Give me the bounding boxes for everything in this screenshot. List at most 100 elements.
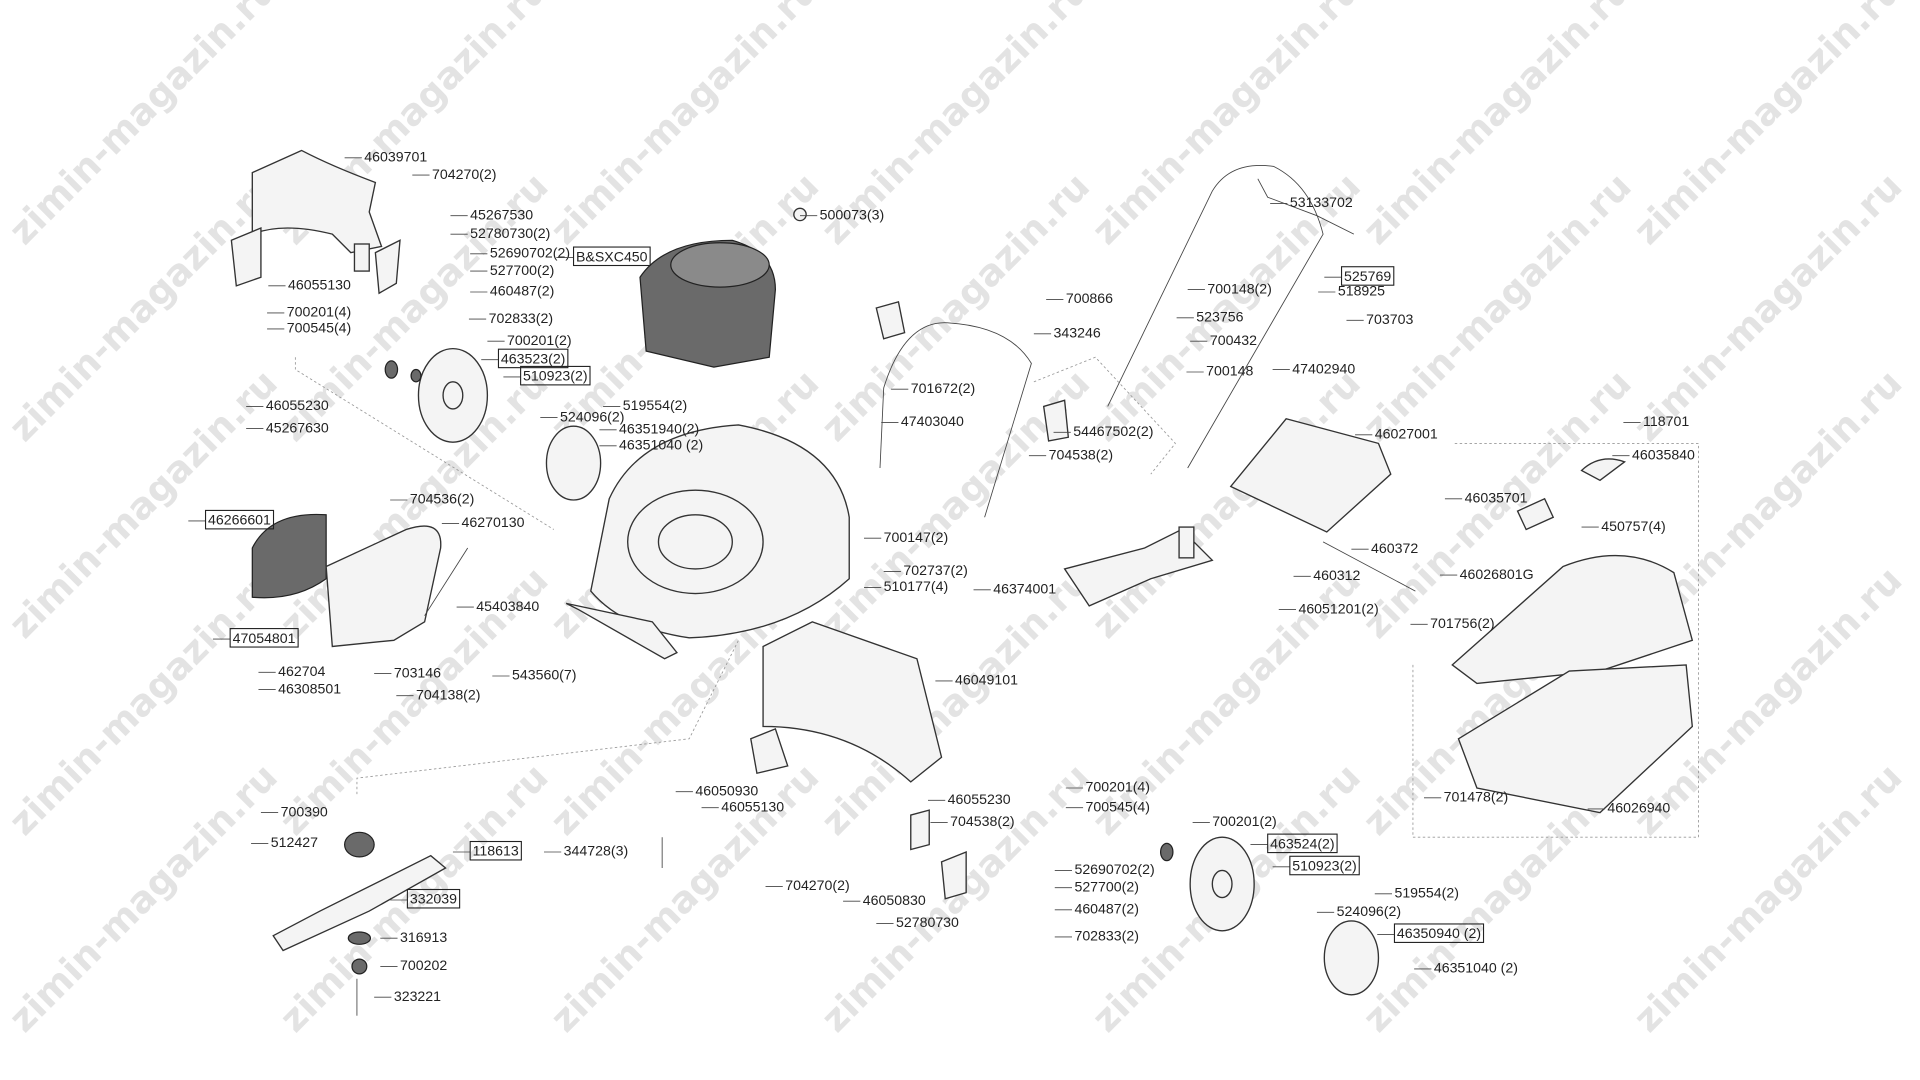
part-number-label[interactable]: 323221 bbox=[394, 988, 441, 1004]
bearing bbox=[1160, 842, 1174, 862]
part-number-label[interactable]: 700201(4) bbox=[1086, 779, 1150, 795]
part-number-label[interactable]: 700390 bbox=[281, 803, 328, 819]
part-number-label[interactable]: 523756 bbox=[1196, 309, 1243, 325]
part-number-label[interactable]: 510923(2) bbox=[523, 368, 587, 384]
part-number-label[interactable]: 343246 bbox=[1054, 325, 1101, 341]
part-number-label[interactable]: 702737(2) bbox=[903, 562, 967, 578]
part-number-label[interactable]: 46374001 bbox=[993, 581, 1056, 597]
part-number-label[interactable]: 525769 bbox=[1344, 268, 1391, 284]
part-number-label[interactable]: 46055130 bbox=[288, 277, 351, 293]
part-number-label[interactable]: 46027001 bbox=[1375, 426, 1438, 442]
part-number-label[interactable]: 46050830 bbox=[863, 892, 926, 908]
part-number-label[interactable]: 704270(2) bbox=[432, 166, 496, 182]
part-number-label[interactable]: 463524(2) bbox=[1270, 835, 1334, 851]
part-number-label[interactable]: 47403040 bbox=[901, 413, 964, 429]
part-number-label[interactable]: 704538(2) bbox=[950, 813, 1014, 829]
part-number-label[interactable]: 46049101 bbox=[955, 672, 1018, 688]
grass-box-bottom-part bbox=[1457, 664, 1694, 814]
part-number-label[interactable]: 45267630 bbox=[266, 419, 329, 435]
part-number-label[interactable]: 46051201(2) bbox=[1298, 600, 1378, 616]
part-number-label[interactable]: 46266601 bbox=[208, 512, 271, 528]
part-number-label[interactable]: 700545(4) bbox=[1086, 798, 1150, 814]
part-number-label[interactable]: 45403840 bbox=[476, 598, 539, 614]
part-number-label[interactable]: 703703 bbox=[1366, 311, 1413, 327]
part-number-label[interactable]: 52780730 bbox=[896, 914, 959, 930]
part-number-label[interactable]: 332039 bbox=[410, 891, 457, 907]
part-number-label[interactable]: 527700(2) bbox=[1074, 878, 1138, 894]
part-number-label[interactable]: 460487(2) bbox=[1074, 901, 1138, 917]
part-number-label[interactable]: 700147(2) bbox=[884, 529, 948, 545]
part-number-label[interactable]: 45267530 bbox=[470, 206, 533, 222]
part-number-label[interactable]: 46270130 bbox=[462, 514, 525, 530]
part-number-label[interactable]: 46039701 bbox=[364, 149, 427, 165]
part-number-label[interactable]: 46035840 bbox=[1632, 446, 1695, 462]
part-number-label[interactable]: 519554(2) bbox=[623, 397, 687, 413]
part-number-label[interactable]: 460312 bbox=[1313, 567, 1360, 583]
part-number-label[interactable]: 701478(2) bbox=[1444, 789, 1508, 805]
part-number-label[interactable]: 519554(2) bbox=[1394, 885, 1458, 901]
part-number-label[interactable]: B&SXC450 bbox=[576, 248, 648, 264]
part-number-label[interactable]: 52780730(2) bbox=[470, 225, 550, 241]
part-number-label[interactable]: 700148 bbox=[1206, 363, 1253, 379]
part-number-label[interactable]: 524096(2) bbox=[560, 408, 624, 424]
part-number-label[interactable]: 704538(2) bbox=[1049, 446, 1113, 462]
part-number-label[interactable]: 46350940 (2) bbox=[1397, 925, 1481, 941]
part-number-label[interactable]: 46351040 (2) bbox=[1434, 960, 1518, 976]
part-number-label[interactable]: 46026940 bbox=[1607, 800, 1670, 816]
part-number-label[interactable]: 703146 bbox=[394, 664, 441, 680]
part-number-label[interactable]: 46055230 bbox=[266, 397, 329, 413]
blade-adapter bbox=[344, 831, 375, 858]
part-number-label[interactable]: 462704 bbox=[278, 663, 325, 679]
part-number-label[interactable]: 450757(4) bbox=[1601, 518, 1665, 534]
part-number-label[interactable]: 527700(2) bbox=[490, 262, 554, 278]
part-number-label[interactable]: 47402940 bbox=[1292, 360, 1355, 376]
bracket-plate bbox=[353, 243, 370, 272]
part-number-label[interactable]: 702833(2) bbox=[489, 310, 553, 326]
part-number-label[interactable]: 524096(2) bbox=[1337, 903, 1401, 919]
part-number-label[interactable]: 460372 bbox=[1371, 540, 1418, 556]
part-number-label[interactable]: 510177(4) bbox=[884, 578, 948, 594]
part-number-label[interactable]: 543560(7) bbox=[512, 667, 576, 683]
part-number-label[interactable]: 704536(2) bbox=[410, 491, 474, 507]
part-number-label[interactable]: 52690702(2) bbox=[1074, 861, 1154, 877]
part-number-label[interactable]: 46055130 bbox=[721, 798, 784, 814]
part-number-label[interactable]: 701672(2) bbox=[911, 380, 975, 396]
part-number-label[interactable]: 316913 bbox=[400, 929, 447, 945]
part-number-label[interactable]: 118613 bbox=[473, 843, 519, 859]
part-number-label[interactable]: 46035701 bbox=[1465, 490, 1528, 506]
part-number-label[interactable]: 460487(2) bbox=[490, 283, 554, 299]
part-number-label[interactable]: 344728(3) bbox=[564, 843, 628, 859]
part-number-label[interactable]: 500073(3) bbox=[820, 206, 884, 222]
part-number-label[interactable]: 46026801G bbox=[1460, 566, 1534, 582]
part-number-label[interactable]: 700866 bbox=[1066, 290, 1113, 306]
part-number-label[interactable]: 702833(2) bbox=[1074, 928, 1138, 944]
part-number-label[interactable]: 47054801 bbox=[233, 630, 296, 646]
part-number-label[interactable]: 701756(2) bbox=[1430, 615, 1494, 631]
knob-part bbox=[1042, 399, 1070, 442]
part-number-label[interactable]: 700201(2) bbox=[1212, 813, 1276, 829]
front-bracket bbox=[910, 809, 930, 851]
part-number-label[interactable]: 52690702(2) bbox=[490, 245, 570, 261]
part-number-label[interactable]: 46050930 bbox=[695, 782, 758, 798]
part-number-label[interactable]: 46055230 bbox=[948, 791, 1011, 807]
part-number-label[interactable]: 46308501 bbox=[278, 680, 341, 696]
part-number-label[interactable]: 54467502(2) bbox=[1073, 423, 1153, 439]
part-number-label[interactable]: 700432 bbox=[1210, 332, 1257, 348]
part-number-label[interactable]: 510923(2) bbox=[1292, 858, 1356, 874]
part-number-label[interactable]: 46351040 (2) bbox=[619, 437, 703, 453]
part-number-label[interactable]: 700202 bbox=[400, 957, 447, 973]
part-number-label[interactable]: 518925 bbox=[1338, 283, 1385, 299]
part-number-label[interactable]: 704270(2) bbox=[785, 877, 849, 893]
side-discharge-part bbox=[325, 525, 442, 648]
part-number-label[interactable]: 463523(2) bbox=[501, 350, 565, 366]
part-number-label[interactable]: 700201(4) bbox=[287, 304, 351, 320]
part-number-label[interactable]: 46351940(2) bbox=[619, 421, 699, 437]
part-number-label[interactable]: 700148(2) bbox=[1207, 280, 1271, 296]
part-number-label[interactable]: 704138(2) bbox=[416, 686, 480, 702]
part-number-label[interactable]: 53133702 bbox=[1290, 194, 1353, 210]
part-number-label[interactable]: 512427 bbox=[271, 834, 318, 850]
part-number-label[interactable]: 700201(2) bbox=[507, 332, 571, 348]
part-number-label[interactable]: 118701 bbox=[1643, 413, 1689, 429]
clip-part bbox=[875, 300, 906, 340]
part-number-label[interactable]: 700545(4) bbox=[287, 320, 351, 336]
